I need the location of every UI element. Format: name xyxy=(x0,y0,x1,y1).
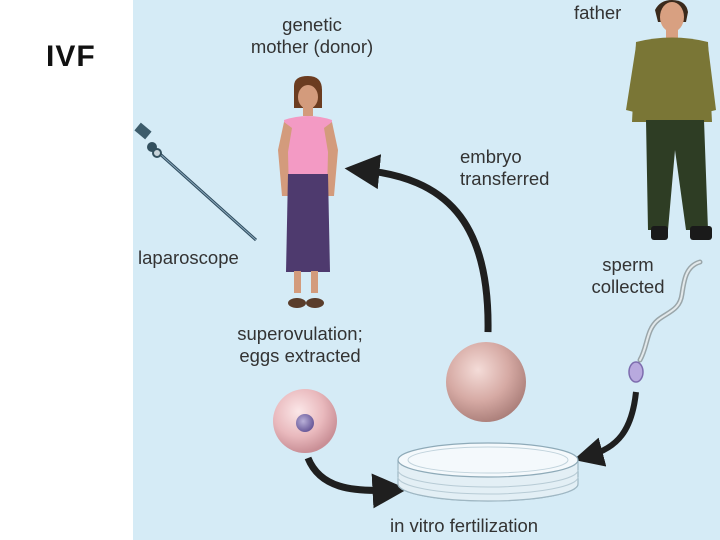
label-sperm-collected: sperm collected xyxy=(591,254,665,297)
label-in-vitro-fertilization: in vitro fertilization xyxy=(390,515,539,536)
label-laparoscope: laparoscope xyxy=(138,247,239,268)
label-embryo-transferred: embryo transferred xyxy=(460,146,550,189)
label-superovulation: superovulation; eggs extracted xyxy=(237,323,363,366)
woman-figure xyxy=(278,76,338,308)
egg-cell-icon xyxy=(273,389,337,453)
egg-to-dish-arrow xyxy=(304,456,408,509)
embryo-transfer-arrow xyxy=(344,154,492,333)
petri-dish-icon xyxy=(397,442,579,502)
sperm-icon xyxy=(628,259,703,383)
sperm-to-dish-arrow xyxy=(573,391,639,467)
man-figure xyxy=(626,0,716,240)
slide-title: IVF xyxy=(46,40,96,73)
label-father: father xyxy=(574,2,622,23)
embryo-icon xyxy=(446,342,526,422)
label-genetic-mother: genetic mother (donor) xyxy=(250,14,374,57)
laparoscope-icon xyxy=(134,122,258,242)
